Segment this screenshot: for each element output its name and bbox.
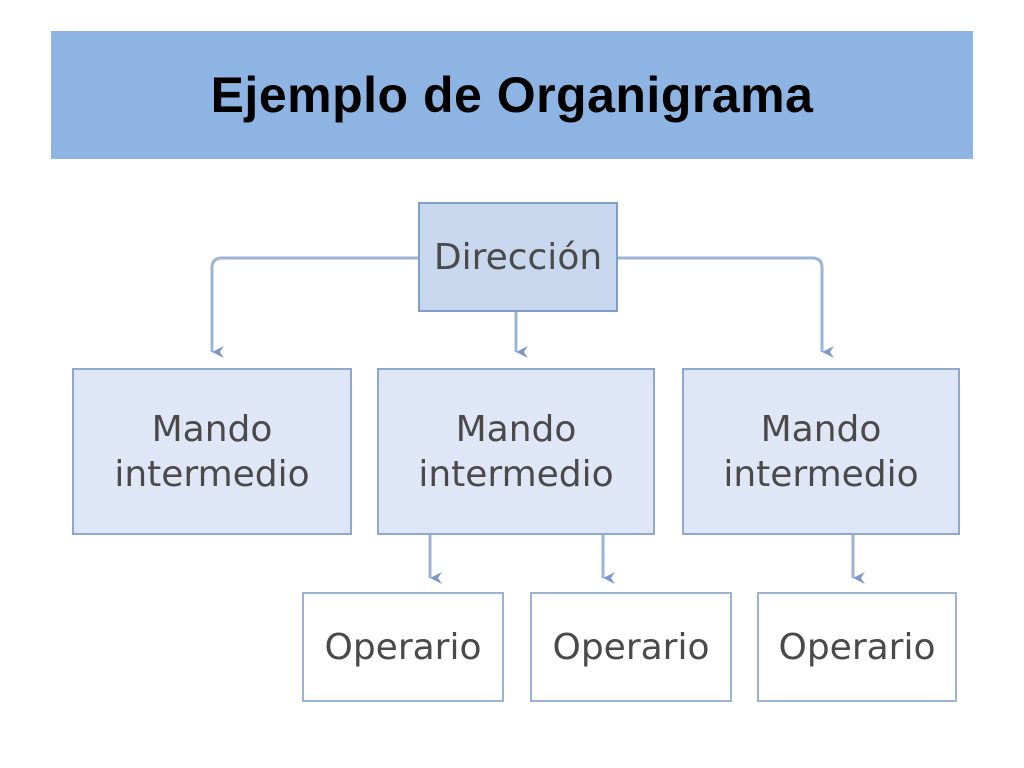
node-operario-1-label: Operario (324, 626, 482, 668)
node-mando-intermedio-2-line2: intermedio (418, 453, 614, 495)
node-mando-intermedio-2: Mando intermedio (377, 368, 655, 535)
node-mando-intermedio-3-line1: Mando (760, 408, 882, 450)
node-operario-3-label: Operario (778, 626, 936, 668)
node-mando-intermedio-3-line2: intermedio (723, 453, 919, 495)
node-mando-intermedio-1-line2: intermedio (114, 453, 310, 495)
node-operario-2-label: Operario (552, 626, 710, 668)
connector-director-to-middle-1 (210, 256, 418, 358)
connector-director-to-middle-3 (617, 256, 834, 358)
node-operario-3: Operario (757, 592, 957, 702)
node-mando-intermedio-1: Mando intermedio (72, 368, 352, 535)
node-direccion: Dirección (418, 202, 618, 312)
node-mando-intermedio-1-line1: Mando (151, 408, 273, 450)
node-operario-2: Operario (530, 592, 732, 702)
node-direccion-label: Dirección (433, 236, 603, 278)
node-mando-intermedio-2-line1: Mando (455, 408, 577, 450)
title-bar: Ejemplo de Organigrama (51, 31, 973, 159)
slide-title: Ejemplo de Organigrama (210, 67, 814, 123)
node-operario-1: Operario (302, 592, 504, 702)
node-mando-intermedio-3: Mando intermedio (682, 368, 960, 535)
